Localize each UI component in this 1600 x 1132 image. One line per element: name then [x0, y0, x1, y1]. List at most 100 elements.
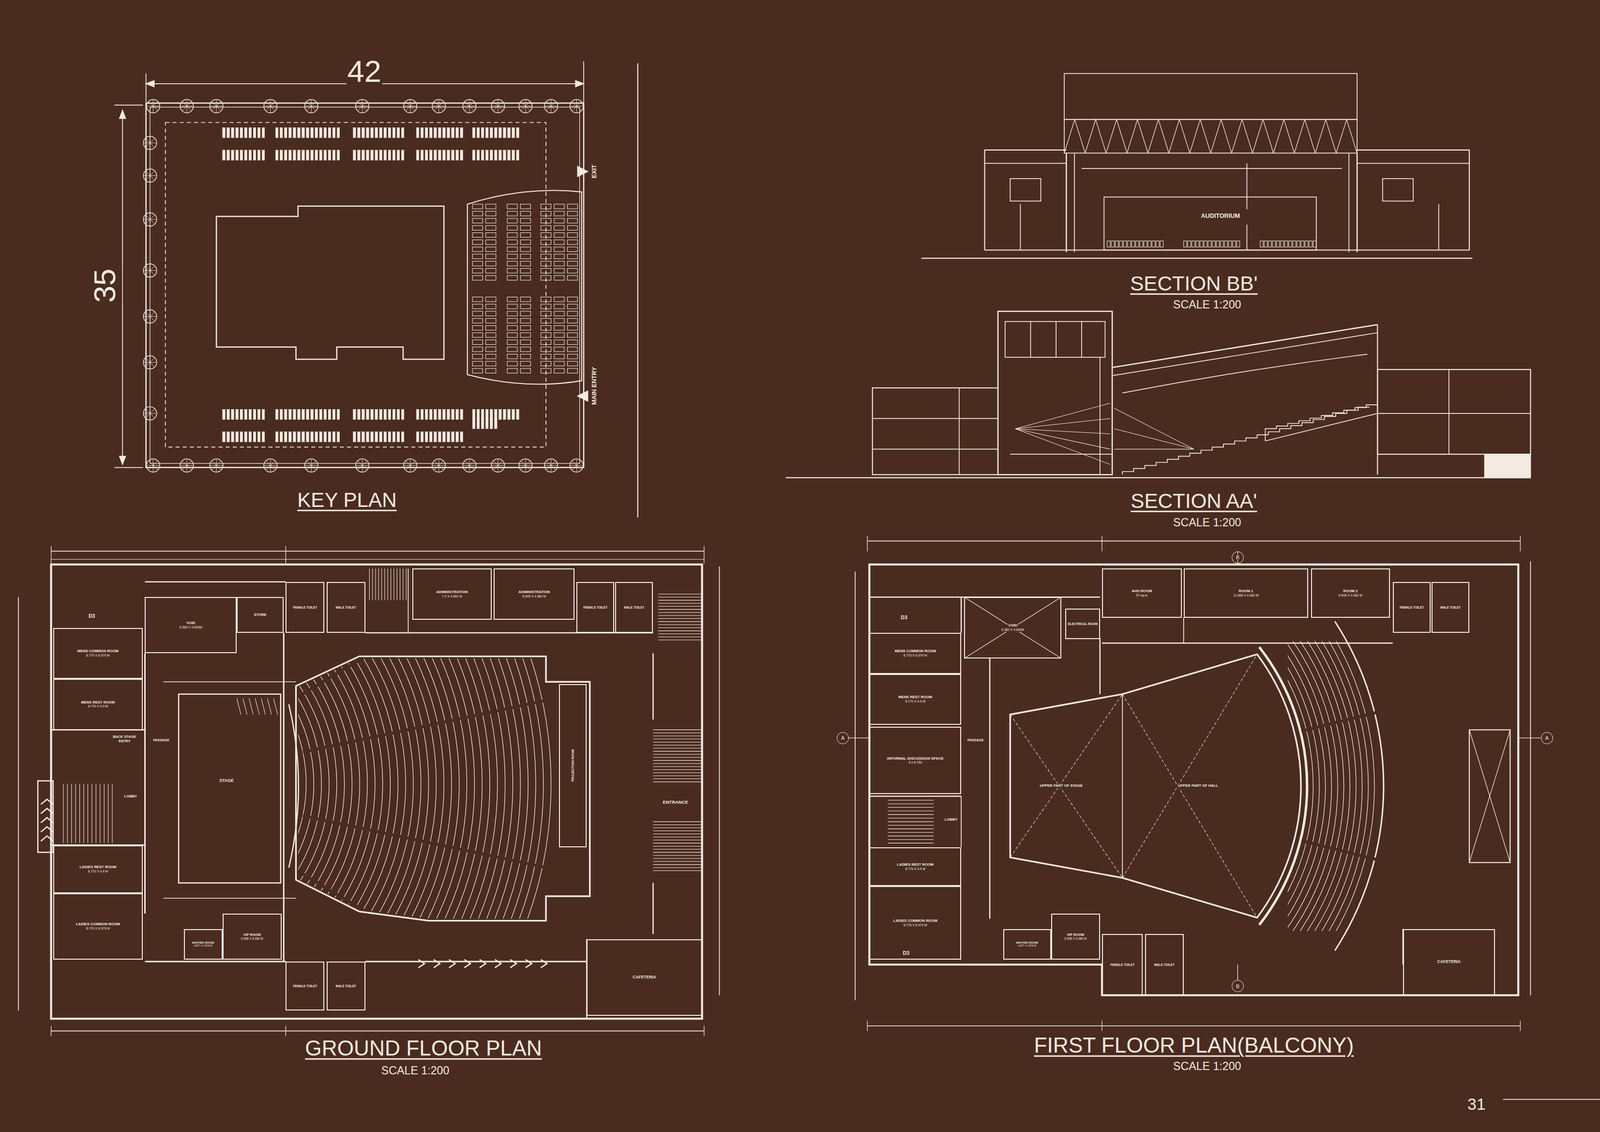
- parking-car: [490, 127, 493, 138]
- balcony-back: [1334, 620, 1384, 951]
- tree-symbol: [143, 142, 151, 144]
- stair-tread: [658, 618, 703, 619]
- room-box: MENS COMMON ROOM8.770 X 6.979 M: [869, 632, 962, 674]
- parking-car: [310, 150, 314, 161]
- tree-symbol: [145, 171, 151, 176]
- parking-car: [438, 150, 441, 161]
- room-box: VOID5.380 X 9.690M: [964, 596, 1061, 659]
- parking-car: [424, 431, 428, 442]
- tree-symbol: [216, 460, 221, 466]
- seat-row: [554, 261, 565, 266]
- parking-car: [420, 127, 423, 138]
- parking-car: [222, 150, 226, 161]
- seat-row: [520, 296, 531, 302]
- tree-symbol: [150, 407, 151, 414]
- upper-void-outline: [1010, 653, 1301, 918]
- seat-row: [541, 296, 552, 302]
- parking-car: [306, 150, 309, 161]
- room-name: FEMALE TOILET: [582, 605, 608, 609]
- seat-row: [485, 204, 497, 209]
- room-name: VOID: [1007, 623, 1018, 628]
- seat-row: [554, 275, 565, 280]
- drawing-label: D3: [87, 613, 96, 620]
- tree-symbol: [150, 219, 151, 226]
- stage-apron: [288, 704, 299, 868]
- tree-symbol: [498, 465, 505, 466]
- tree-symbol: [576, 105, 583, 107]
- parking-car: [416, 408, 419, 420]
- sheet-title: 35: [88, 267, 122, 304]
- stair-tread: [652, 863, 702, 865]
- tree-symbol: [150, 138, 155, 143]
- stair-tread: [652, 762, 702, 764]
- room-name: WAITING ROOM: [1015, 940, 1039, 945]
- dimension-line: [51, 558, 705, 560]
- seat-symbol: [1119, 241, 1123, 248]
- tree-symbol: [438, 100, 439, 107]
- seat-row: [392, 535, 498, 1032]
- tree-symbol: [147, 105, 154, 107]
- parking-car: [226, 150, 230, 161]
- parking-car: [481, 127, 484, 138]
- tree-symbol: [518, 458, 532, 472]
- seat-row: [485, 368, 497, 373]
- tree-symbol: [143, 219, 151, 220]
- parking-car: [379, 150, 382, 161]
- parking-car: [447, 431, 450, 442]
- tree-symbol: [311, 465, 312, 472]
- tree-symbol: [148, 101, 153, 106]
- balcony-edge: [1259, 646, 1308, 925]
- parking-car: [401, 127, 404, 138]
- stair-tread: [381, 568, 382, 600]
- tree-symbol: [438, 101, 444, 106]
- drawing-label: UPPER PART OF STAGE: [1038, 783, 1084, 788]
- tree-symbol: [263, 458, 277, 472]
- stair-tread: [375, 568, 376, 600]
- parking-car: [336, 127, 340, 138]
- tree-symbol: [143, 406, 157, 420]
- seat-row: [520, 211, 531, 216]
- direction-chevron: [479, 959, 486, 968]
- tree-symbol: [216, 459, 217, 466]
- seat-symbol: [1143, 241, 1147, 248]
- tree-symbol: [264, 465, 271, 466]
- parking-car: [332, 431, 335, 442]
- aisle: [1301, 840, 1379, 861]
- seat-row: [507, 246, 518, 252]
- parking-car: [383, 408, 387, 420]
- tree-symbol: [180, 99, 194, 113]
- fly-tower: [997, 311, 1113, 475]
- stair-tread: [658, 627, 703, 628]
- parking-car: [485, 418, 488, 429]
- stair-tread: [79, 783, 80, 843]
- seat-row: [485, 303, 497, 309]
- tree-symbol: [498, 105, 505, 107]
- parking-car: [288, 431, 292, 442]
- tree-symbol: [304, 99, 318, 113]
- stair-tread: [652, 732, 702, 733]
- seat-row: [472, 211, 483, 216]
- void-diagonal: [1122, 653, 1257, 878]
- direction-chevron: [418, 959, 425, 968]
- parking-car: [460, 408, 463, 420]
- ceiling-curve: [1122, 354, 1368, 393]
- tree-symbol: [306, 105, 312, 111]
- stair-tread: [652, 836, 702, 837]
- tree-symbol: [406, 465, 411, 470]
- tree-symbol: [311, 101, 316, 106]
- seat-row: [567, 204, 578, 209]
- parking-car: [498, 408, 502, 420]
- tree-symbol: [434, 460, 439, 466]
- parking-car: [357, 408, 361, 420]
- parking-car: [284, 431, 287, 442]
- room-name: CAFETERIA: [1436, 959, 1462, 965]
- dimension-line: [121, 110, 123, 465]
- parking-car: [494, 150, 498, 161]
- seat-row: [541, 239, 552, 244]
- parking-car: [498, 150, 502, 161]
- seat-row: [507, 296, 518, 302]
- sightline: [1015, 428, 1111, 465]
- parking-car: [383, 127, 387, 138]
- tree-symbol: [150, 316, 155, 321]
